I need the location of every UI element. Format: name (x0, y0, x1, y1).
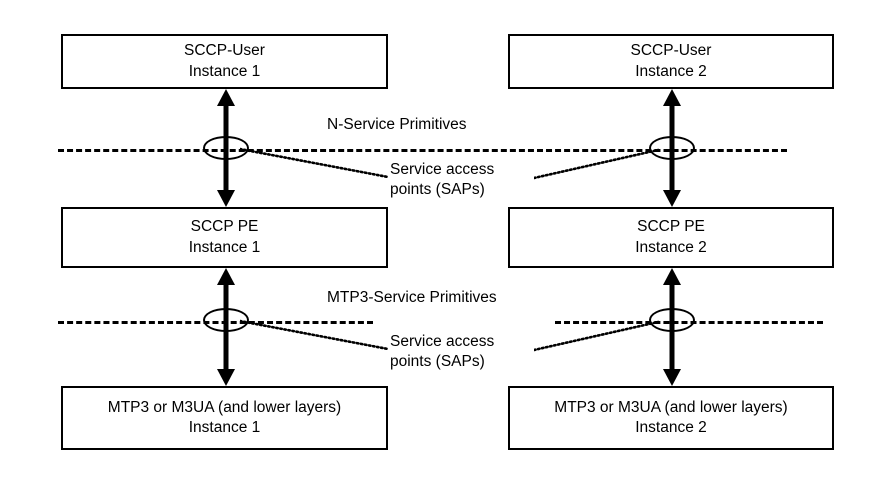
box-title: SCCP PE (190, 218, 259, 236)
box-sccp-pe-instance-2[interactable]: SCCP PE Instance 2 (508, 207, 834, 268)
sap-caption-line-1: Service access (390, 333, 495, 350)
box-title: SCCP PE (637, 218, 705, 236)
box-sccp-pe-instance-1[interactable]: SCCP PE Instance 1 (61, 207, 388, 268)
box-subtitle: Instance 1 (188, 62, 261, 80)
label-service-access-points-upper: Service access points (SAPs) (390, 160, 494, 200)
box-sccp-user-instance-2[interactable]: SCCP-User Instance 2 (508, 34, 834, 89)
box-title: MTP3 or M3UA (and lower layers) (554, 398, 788, 416)
box-sccp-user-instance-1[interactable]: SCCP-User Instance 1 (61, 34, 388, 89)
sap-marker-mtp3-instance-2 (649, 308, 695, 332)
box-title: MTP3 or M3UA (and lower layers) (107, 398, 342, 416)
sap-caption-line-2: points (SAPs) (390, 181, 485, 199)
sap-marker-n-instance-1 (203, 136, 249, 160)
sap-leader-upper-left (240, 146, 390, 182)
label-service-access-points-lower: Service access points (SAPs) (390, 332, 494, 372)
box-title: SCCP-User (630, 42, 712, 60)
box-mtp3-instance-2[interactable]: MTP3 or M3UA (and lower layers) Instance… (508, 386, 834, 450)
box-subtitle: Instance 2 (635, 62, 707, 80)
sap-marker-mtp3-instance-1 (203, 308, 249, 332)
box-subtitle: Instance 2 (635, 419, 707, 436)
label-n-service-primitives: N-Service Primitives (327, 116, 467, 133)
sap-leader-upper-right (534, 146, 660, 182)
sap-marker-n-instance-2 (649, 136, 695, 160)
sap-leader-lower-left (240, 318, 390, 354)
sap-caption-line-2: points (SAPs) (390, 353, 485, 371)
box-subtitle: Instance 1 (188, 238, 261, 256)
box-mtp3-instance-1[interactable]: MTP3 or M3UA (and lower layers) Instance… (61, 386, 388, 450)
box-title: SCCP-User (184, 42, 265, 60)
sap-caption-line-1: Service access (390, 161, 495, 178)
label-mtp3-service-primitives: MTP3-Service Primitives (327, 289, 497, 306)
box-subtitle: Instance 2 (635, 238, 707, 256)
n-sap-boundary-line (58, 149, 787, 152)
box-subtitle: Instance 1 (188, 419, 261, 436)
sap-leader-lower-right (534, 318, 660, 354)
